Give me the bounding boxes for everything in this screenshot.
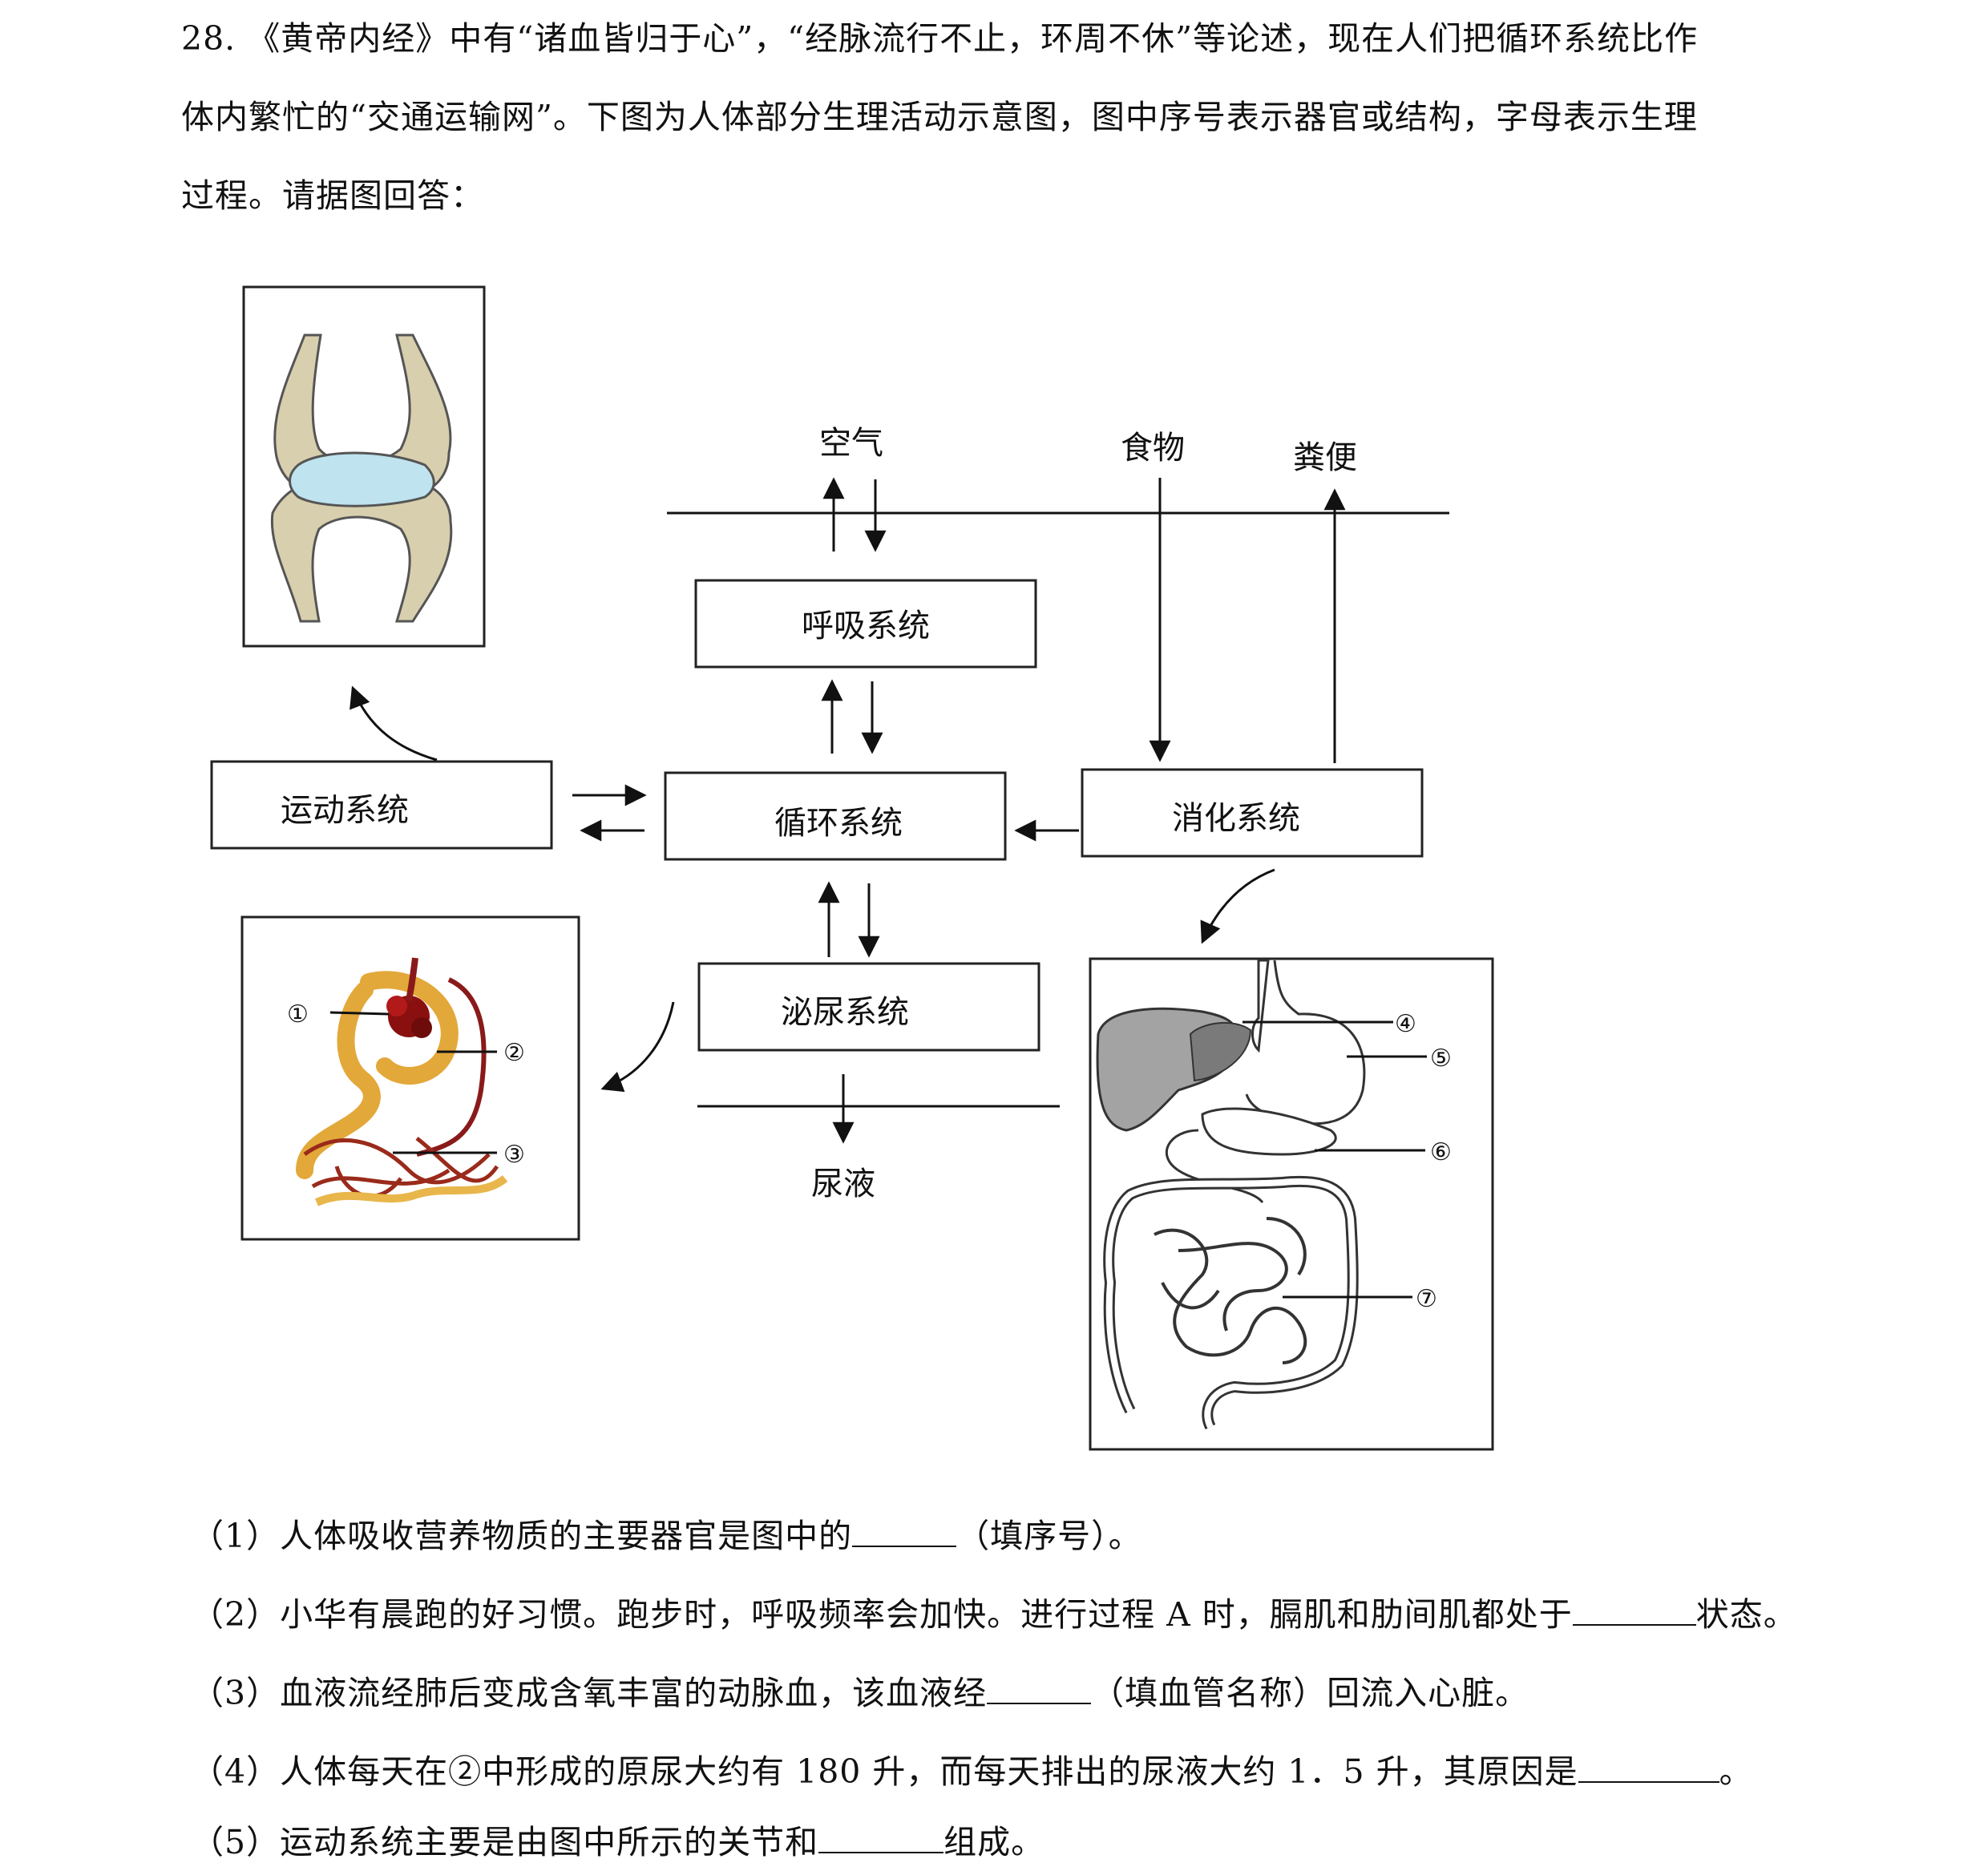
subquestion-3: （3）血液流经肺后变成含氧丰富的动脉血，该血液经 （填血管名称）回流入心脏。 [191,1666,1529,1714]
joint-image [242,285,486,648]
question-line-2: 体内繁忙的“交通运输网”。下图为人体部分生理活动示意图，图中序号表示器官或结构，… [181,98,1698,136]
subquestion-1: （1）人体吸收营养物质的主要器官是图中的 （填序号）。 [191,1509,1142,1557]
respiratory-system-label: 呼吸系统 [802,608,930,645]
nephron-image: ① ② ③ [240,915,580,1241]
label-2: ② [503,1039,525,1067]
motor-system-label: 运动系统 [281,792,409,829]
urinary-system-label: 泌尿系统 [781,994,909,1031]
label-6: ⑥ [1430,1138,1452,1166]
answer-blank-5[interactable] [818,1821,944,1853]
label-1: ① [287,1000,309,1028]
subquestion-4-text: （4）人体每天在②中形成的原尿大约有 180 升，而每天排出的尿液大约 1．5 … [191,1752,1578,1791]
subquestion-5-text: （5）运动系统主要是由图中所示的关节和 [191,1823,819,1861]
label-3: ③ [503,1141,525,1169]
answer-blank-2[interactable] [1572,1594,1696,1626]
physiology-diagram: ① ② ③ ④ ⑤ ⑥ ⑦ 空气 食物 粪便 呼吸系统 运动系统 循环系统 [210,285,1494,1451]
question-line-1: 28. 《黄帝内经》中有“诸血皆归于心”，“经脉流行不止，环周不休”等论述，现在… [181,19,1699,58]
answer-blank-4[interactable] [1578,1751,1719,1783]
urinary-to-nephron-arrow [600,1001,675,1093]
answer-blank-3[interactable] [987,1672,1092,1704]
subquestion-4-suffix: 。 [1719,1752,1753,1791]
subquestion-3-suffix: （填血管名称）回流入心脏。 [1091,1674,1529,1712]
subquestion-2: （2）小华有晨跑的好习惯。跑步时，呼吸频率会加快。进行过程 A 时，膈肌和肋间肌… [191,1587,1797,1635]
digestive-organs-image: ④ ⑤ ⑥ ⑦ [1089,957,1494,1451]
subquestion-5-suffix: 组成。 [943,1823,1045,1861]
label-4: ④ [1395,1010,1416,1038]
label-air: 空气 [819,425,883,462]
urinary-system-box [697,962,1040,1052]
subquestion-2-text: （2）小华有晨跑的好习惯。跑步时，呼吸频率会加快。进行过程 A 时，膈肌和肋间肌… [191,1595,1573,1634]
motor-system-box [210,760,553,850]
subquestion-1-suffix: （填序号）。 [956,1517,1142,1555]
label-7: ⑦ [1416,1285,1437,1313]
subquestion-1-text: （1）人体吸收营养物质的主要器官是图中的 [191,1517,853,1555]
subquestion-5: （5）运动系统主要是由图中所示的关节和 组成。 [191,1815,1045,1863]
respiratory-system-box [694,579,1037,669]
digestive-system-label: 消化系统 [1172,800,1300,837]
label-food: 食物 [1121,430,1185,467]
label-5: ⑤ [1430,1045,1452,1073]
label-feces: 粪便 [1293,439,1357,476]
question-line-3: 过程。请据图回答： [181,176,484,215]
label-urine: 尿液 [811,1166,875,1202]
answer-blank-1[interactable] [852,1515,957,1547]
digestive-to-organs-arrow [1200,868,1275,944]
subquestion-3-text: （3）血液流经肺后变成含氧丰富的动脉血，该血液经 [191,1674,988,1712]
subquestion-4: （4）人体每天在②中形成的原尿大约有 180 升，而每天排出的尿液大约 1．5 … [191,1744,1753,1792]
digestive-system-box [1081,768,1424,858]
motor-to-joint-arrow [350,685,438,762]
circulatory-system-box [664,771,1007,861]
circulatory-system-label: 循环系统 [774,805,903,842]
subquestion-2-suffix: 状态。 [1695,1595,1797,1634]
